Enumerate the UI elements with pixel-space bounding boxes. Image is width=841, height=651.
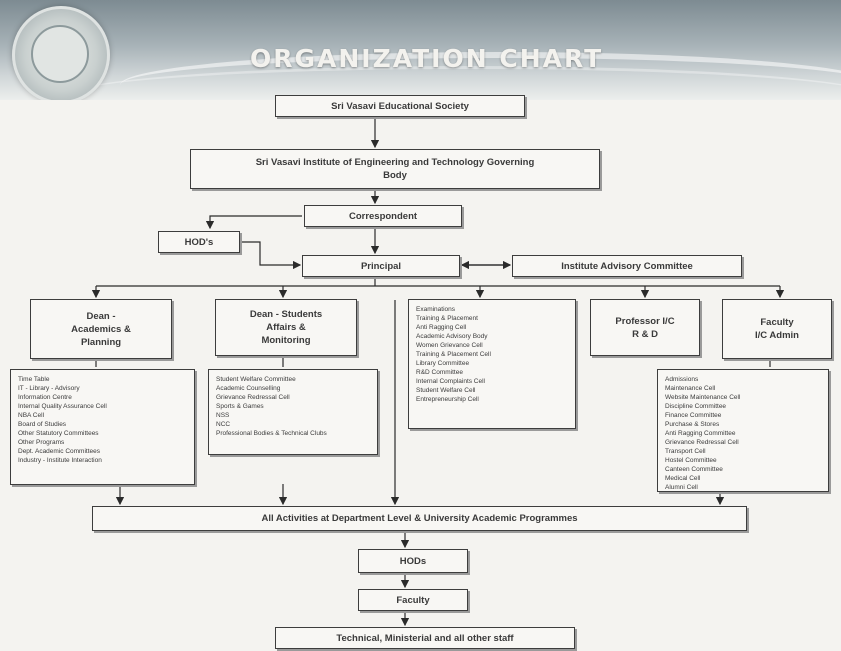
list-item: Internal Complaints Cell (416, 378, 486, 385)
node-hods-bottom: HODs (358, 549, 468, 573)
node-dean-academics-list: Time Table IT - Library - Advisory Infor… (10, 369, 195, 485)
list-item: Time Table (18, 376, 50, 383)
list-item: Professional Bodies & Technical Clubs (216, 430, 327, 437)
list-item: Admissions (665, 376, 699, 383)
list-item: Website Maintenance Cell (665, 394, 741, 401)
list-item: IT - Library - Advisory (18, 385, 80, 392)
list-item: Industry - Institute Interaction (18, 457, 102, 464)
banner-swoosh-secondary (60, 66, 841, 100)
node-society: Sri Vasavi Educational Society (275, 95, 525, 117)
list-item: Internal Quality Assurance Cell (18, 403, 107, 410)
list-item: Academic Advisory Body (416, 333, 488, 340)
list-item: Academic Counselling (216, 385, 281, 392)
node-all-activities: All Activities at Department Level & Uni… (92, 506, 747, 531)
institute-seal (12, 6, 110, 100)
list-item: Student Welfare Committee (216, 376, 296, 383)
header-banner: ORGANIZATION CHART (0, 0, 841, 100)
node-technical-staff: Technical, Ministerial and all other sta… (275, 627, 575, 649)
list-item: Transport Cell (665, 448, 706, 455)
list-item: Other Statutory Committees (18, 430, 99, 437)
list-item: Information Centre (18, 394, 72, 401)
node-principal: Principal (302, 255, 460, 277)
list-item: NBA Cell (18, 412, 45, 419)
banner-swoosh (120, 52, 841, 100)
node-governing-body: Sri Vasavi Institute of Engineering and … (190, 149, 600, 189)
list-item: Finance Committee (665, 412, 722, 419)
node-faculty: Faculty (358, 589, 468, 611)
list-item: Anti Ragging Cell (416, 324, 467, 331)
node-faculty-admin: Faculty I/C Admin (722, 299, 832, 359)
node-dean-students-list: Student Welfare Committee Academic Couns… (208, 369, 378, 455)
list-item: Examinations (416, 306, 456, 313)
list-item: Grievance Redressal Cell (665, 439, 739, 446)
list-item: Training & Placement (416, 315, 478, 322)
list-item: NCC (216, 421, 231, 428)
list-item: Hostel Committee (665, 457, 717, 464)
list-item: Training & Placement Cell (416, 351, 491, 358)
node-correspondent: Correspondent (304, 205, 462, 227)
node-examinations-list: Examinations Training & Placement Anti R… (408, 299, 576, 429)
node-dean-academics: Dean - Academics & Planning (30, 299, 172, 359)
list-item: Sports & Games (216, 403, 264, 410)
list-item: R&D Committee (416, 369, 463, 376)
list-item: Canteen Committee (665, 466, 723, 473)
list-item: Dept. Academic Committees (18, 448, 101, 455)
list-item: Board of Studies (18, 421, 67, 428)
list-item: Grievance Redressal Cell (216, 394, 290, 401)
node-advisory-committee: Institute Advisory Committee (512, 255, 742, 277)
chart-title: ORGANIZATION CHART (250, 44, 604, 73)
list-item: NSS (216, 412, 230, 419)
list-item: Purchase & Stores (665, 421, 720, 428)
list-item: Entrepreneurship Cell (416, 396, 479, 403)
list-item: Student Welfare Cell (416, 387, 476, 394)
list-item: Medical Cell (665, 475, 701, 482)
node-hods: HOD's (158, 231, 240, 253)
list-item: Women Grievance Cell (416, 342, 483, 349)
list-item: Anti Ragging Committee (665, 430, 736, 437)
list-item: Library Committee (416, 360, 470, 367)
list-item: Discipline Committee (665, 403, 727, 410)
list-item: Maintenance Cell (665, 385, 716, 392)
node-professor-rd: Professor I/C R & D (590, 299, 700, 356)
node-faculty-admin-list: Admissions Maintenance Cell Website Main… (657, 369, 829, 492)
list-item: Other Programs (18, 439, 65, 446)
node-dean-students: Dean - Students Affairs & Monitoring (215, 299, 357, 356)
list-item: Alumni Cell (665, 484, 698, 491)
